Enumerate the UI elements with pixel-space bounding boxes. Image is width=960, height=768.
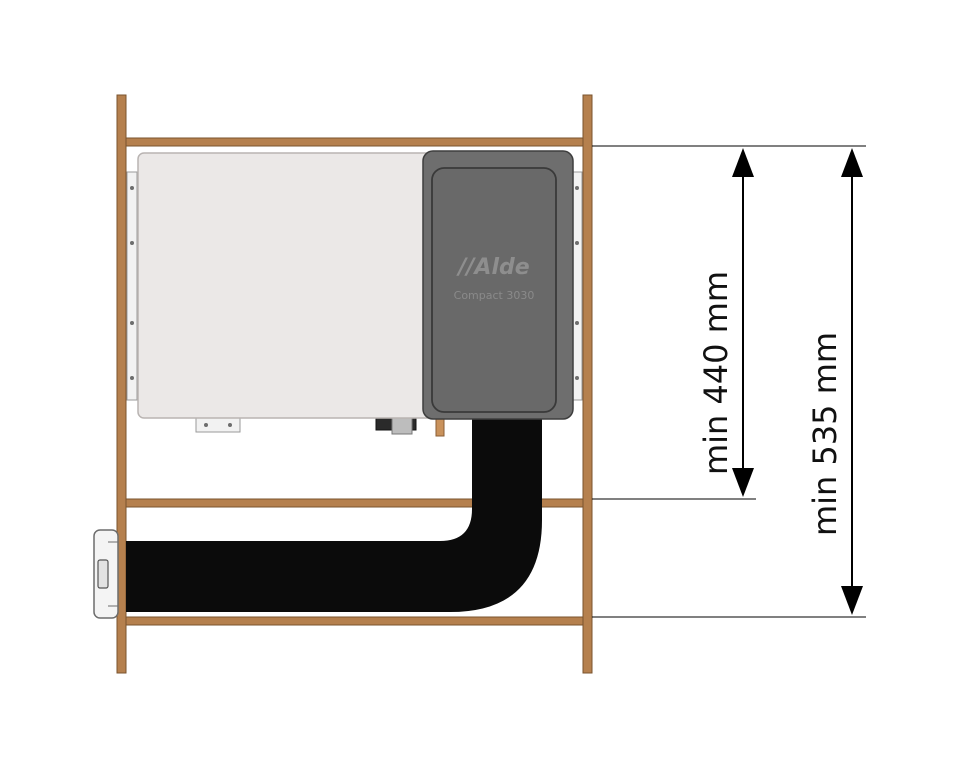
bottom-rail [125,616,584,626]
inner-dimension-label: min 440 mm [697,271,735,475]
outer-dimension-label: min 535 mm [806,332,844,536]
model-label: Compact 3030 [454,289,535,302]
middle-rail [125,498,584,508]
heater-unit: //Alde Compact 3030 [137,150,574,420]
inner-dimension-arrow [732,148,754,497]
brand-logo: //Alde [455,255,529,280]
dimension-markers: min 440 mm min 535 mm [592,145,866,618]
flue-duct [126,418,542,612]
terminal-cap [97,559,109,589]
wood-frame [116,94,593,674]
top-rail [125,137,584,147]
flue-pipe [126,418,542,612]
bottom-left-foot [195,417,241,433]
left-post [116,94,127,674]
right-post [582,94,593,674]
mounting-brackets [126,171,583,437]
wall-terminal [93,529,119,619]
outer-dimension-arrow [841,148,863,615]
gas-connector [435,417,445,437]
left-side-bracket [126,171,138,401]
housing-front-cover [431,167,557,413]
heater-panel [137,152,435,419]
